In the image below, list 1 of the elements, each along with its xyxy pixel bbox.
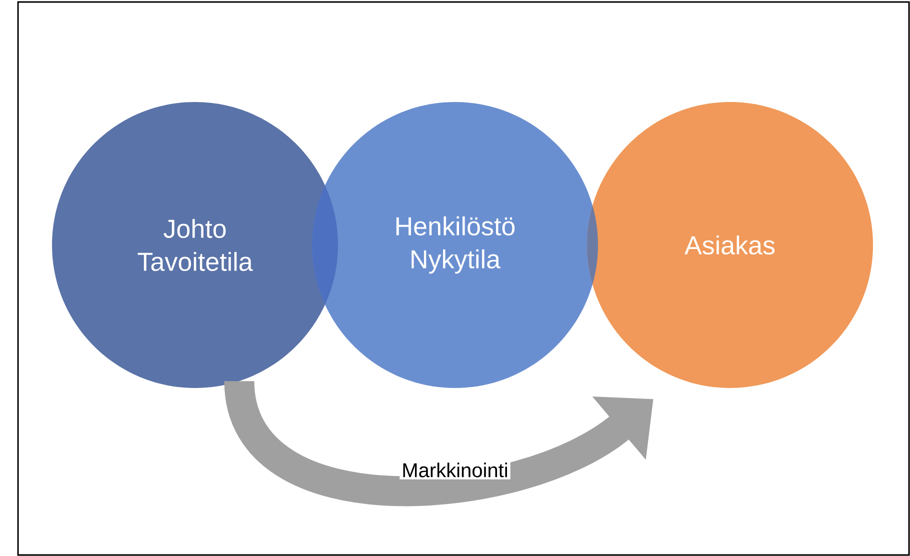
edge-label: Markkinointi <box>400 460 510 480</box>
